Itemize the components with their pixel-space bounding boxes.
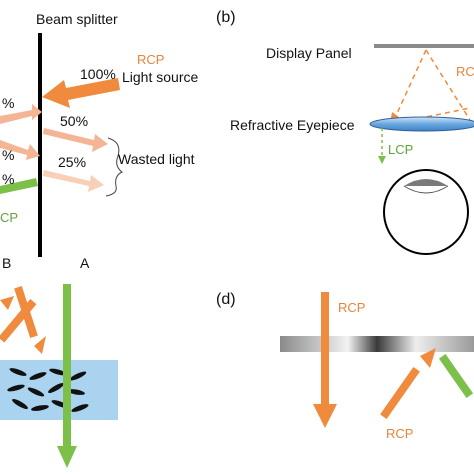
glass-plate — [280, 336, 474, 352]
panel-d-label: (d) — [216, 291, 236, 308]
left-pct-low: % — [2, 171, 14, 187]
rcp-up-arrow-head — [420, 348, 436, 368]
panel-c — [0, 284, 118, 468]
pct-100-label: 100% — [80, 66, 116, 82]
lcp-ray-head — [378, 156, 386, 164]
liquid-crystal-pattern — [7, 368, 89, 412]
arrow-50 — [43, 128, 108, 152]
display-panel-bar — [374, 44, 474, 48]
left-arrow-top — [0, 104, 42, 124]
rcp-bottom-label: RCP — [386, 426, 413, 441]
lcp-label: LCP — [388, 142, 413, 157]
pct-50-label: 50% — [60, 113, 88, 129]
display-panel-label: Display Panel — [266, 45, 352, 61]
rcp-top-label: RCP — [338, 300, 365, 315]
panel-b-label: (b) — [216, 9, 236, 26]
left-pct-mid: % — [2, 147, 14, 163]
panel-b: (b) Display Panel RC Refractive Eyepiece… — [216, 9, 474, 255]
left-arrow-mid — [0, 140, 40, 160]
wasted-bracket — [105, 137, 123, 197]
eyepiece-label: Refractive Eyepiece — [230, 117, 355, 133]
left-green-arrow — [0, 178, 38, 194]
green-arrow-head — [57, 446, 77, 468]
green-arrow-shaft — [63, 284, 71, 452]
ray-down-left — [393, 49, 427, 121]
ray-down-right — [425, 49, 471, 121]
incident-arrow — [42, 78, 120, 108]
beam-splitter-line — [38, 33, 42, 257]
eyepiece-lens — [369, 116, 474, 132]
rcp-partial-label: RC — [456, 64, 474, 79]
panel-d: (d) RCP RCP — [216, 291, 474, 441]
label-a: A — [80, 255, 90, 271]
label-b: B — [2, 255, 11, 271]
rcp-down-arrow-shaft — [321, 292, 329, 408]
panel-a: Beam splitter RCP Light source 100% 50% … — [0, 11, 198, 271]
eye-lens-line — [403, 185, 449, 194]
green-reflect-arrow — [438, 354, 474, 398]
left-lcp-label: CP — [0, 210, 18, 225]
eye-icon — [383, 169, 469, 255]
light-source-label: Light source — [122, 69, 198, 85]
orange-out-arrow-head — [0, 296, 14, 310]
pct-25-label: 25% — [58, 154, 86, 170]
eye-cornea — [404, 179, 448, 186]
wasted-light-label: Wasted light — [118, 151, 195, 167]
orange-out-arrow-shaft — [0, 299, 37, 343]
left-pct-top: % — [2, 95, 14, 111]
rcp-up-arrow-shaft — [380, 366, 420, 420]
arrow-25 — [43, 170, 104, 192]
beam-splitter-label: Beam splitter — [36, 11, 118, 27]
orange-in-arrow-head — [34, 336, 46, 354]
rcp-label: RCP — [137, 52, 164, 67]
rcp-down-arrow-head — [313, 404, 337, 428]
